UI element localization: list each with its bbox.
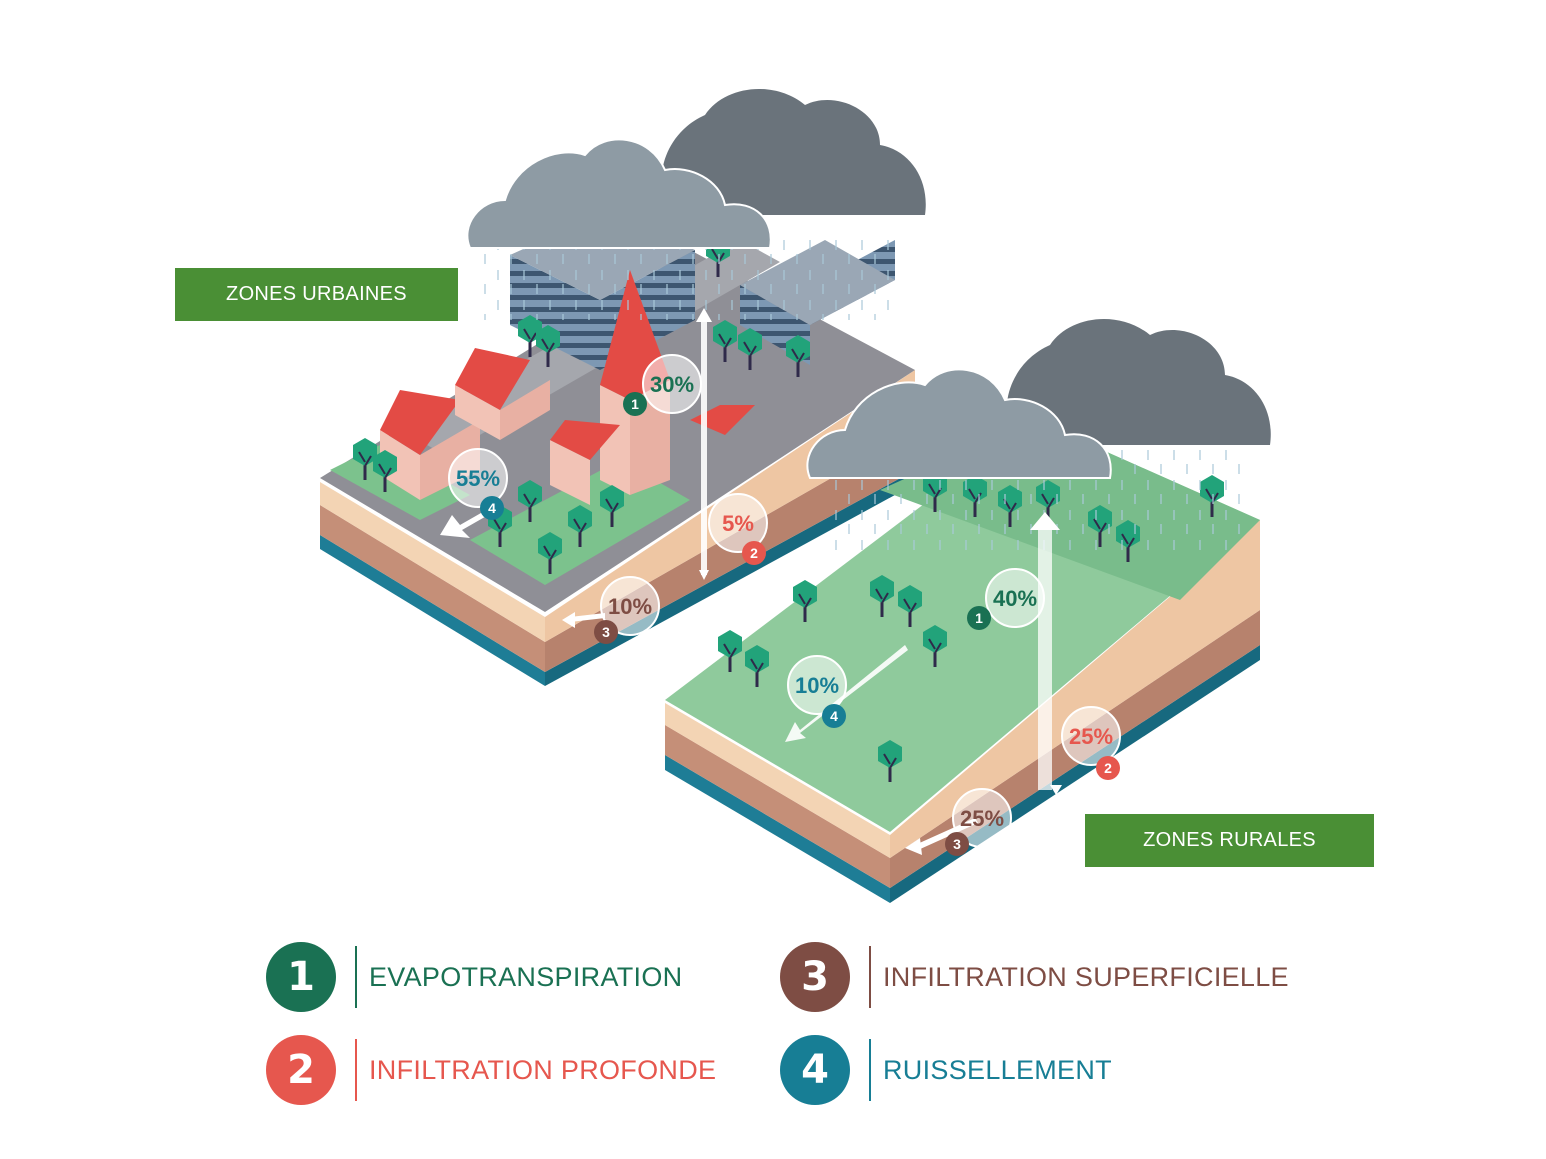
urban-shallow-infiltration-badge: 10% 3 xyxy=(594,576,660,644)
legend-number-badge: 1 xyxy=(266,942,336,1012)
svg-text:4: 4 xyxy=(488,500,496,516)
rural-sand-layer xyxy=(665,703,890,858)
urban-shallow-infiltration-value: 10% xyxy=(608,594,652,619)
svg-text:4: 4 xyxy=(830,708,838,724)
legend-item-infiltration-superficielle: 3 INFILTRATION SUPERFICIELLE xyxy=(780,940,1289,1014)
rural-deep-infiltration-arrow xyxy=(1050,785,1062,795)
urban-evapotranspiration-badge: 30% 1 xyxy=(623,354,702,416)
urban-runoff-value: 55% xyxy=(456,466,500,491)
svg-text:1: 1 xyxy=(975,610,983,626)
urban-evapotranspiration-arrow xyxy=(696,308,712,580)
legend-number-badge: 2 xyxy=(266,1035,336,1105)
legend-label: INFILTRATION PROFONDE xyxy=(369,1054,717,1085)
legend-number-badge: 4 xyxy=(780,1035,850,1105)
zone-urban-label: ZONES URBAINES xyxy=(175,268,458,321)
legend-divider xyxy=(355,1039,357,1101)
urban-evapotranspiration-value: 30% xyxy=(650,372,694,397)
urban-sand-layer xyxy=(320,482,545,642)
legend-divider xyxy=(869,1039,871,1101)
rural-evapotranspiration-value: 40% xyxy=(993,586,1037,611)
rural-runoff-arrow xyxy=(785,645,908,742)
urban-deep-infiltration-value: 5% xyxy=(722,511,754,536)
svg-text:2: 2 xyxy=(750,545,758,561)
svg-text:3: 3 xyxy=(953,836,961,852)
rural-water-layer xyxy=(665,755,890,903)
rural-clay-layer xyxy=(665,725,890,888)
rural-runoff-value: 10% xyxy=(795,673,839,698)
urban-rain-cloud xyxy=(466,88,926,320)
zone-rural-label: ZONES RURALES xyxy=(1085,814,1374,867)
legend-label: EVAPOTRANSPIRATION xyxy=(369,961,683,992)
svg-text:1: 1 xyxy=(631,396,639,412)
legend-number-badge: 3 xyxy=(780,942,850,1012)
legend-label: INFILTRATION SUPERFICIELLE xyxy=(883,961,1289,992)
rural-deep-infiltration-value: 25% xyxy=(1069,724,1113,749)
urban-runoff-badge: 55% 4 xyxy=(448,448,508,520)
legend-divider xyxy=(355,946,357,1008)
rural-deep-infiltration-badge: 25% 2 xyxy=(1061,706,1121,780)
legend-item-ruissellement: 4 RUISSELLEMENT xyxy=(780,1033,1112,1107)
urban-water-layer xyxy=(320,535,545,686)
svg-text:2: 2 xyxy=(1104,760,1112,776)
house xyxy=(380,390,480,500)
svg-text:3: 3 xyxy=(602,624,610,640)
legend-divider xyxy=(869,946,871,1008)
house xyxy=(455,348,550,440)
legend-item-infiltration-profonde: 2 INFILTRATION PROFONDE xyxy=(266,1033,716,1107)
rural-rain-cloud xyxy=(806,318,1271,550)
rural-evapotranspiration-badge: 40% 1 xyxy=(967,568,1045,630)
legend-item-evapotranspiration: 1 EVAPOTRANSPIRATION xyxy=(266,940,682,1014)
rural-runoff-badge: 10% 4 xyxy=(787,655,847,728)
rural-shallow-infiltration-value: 25% xyxy=(960,806,1004,831)
urban-deep-infiltration-badge: 5% 2 xyxy=(708,493,768,565)
urban-shallow-infiltration-arrow xyxy=(562,612,605,628)
rural-shallow-infiltration-badge: 25% 3 xyxy=(945,788,1012,856)
rural-sand-layer-right xyxy=(890,520,1260,858)
legend-label: RUISSELLEMENT xyxy=(883,1054,1112,1085)
urban-clay-layer xyxy=(320,505,545,672)
